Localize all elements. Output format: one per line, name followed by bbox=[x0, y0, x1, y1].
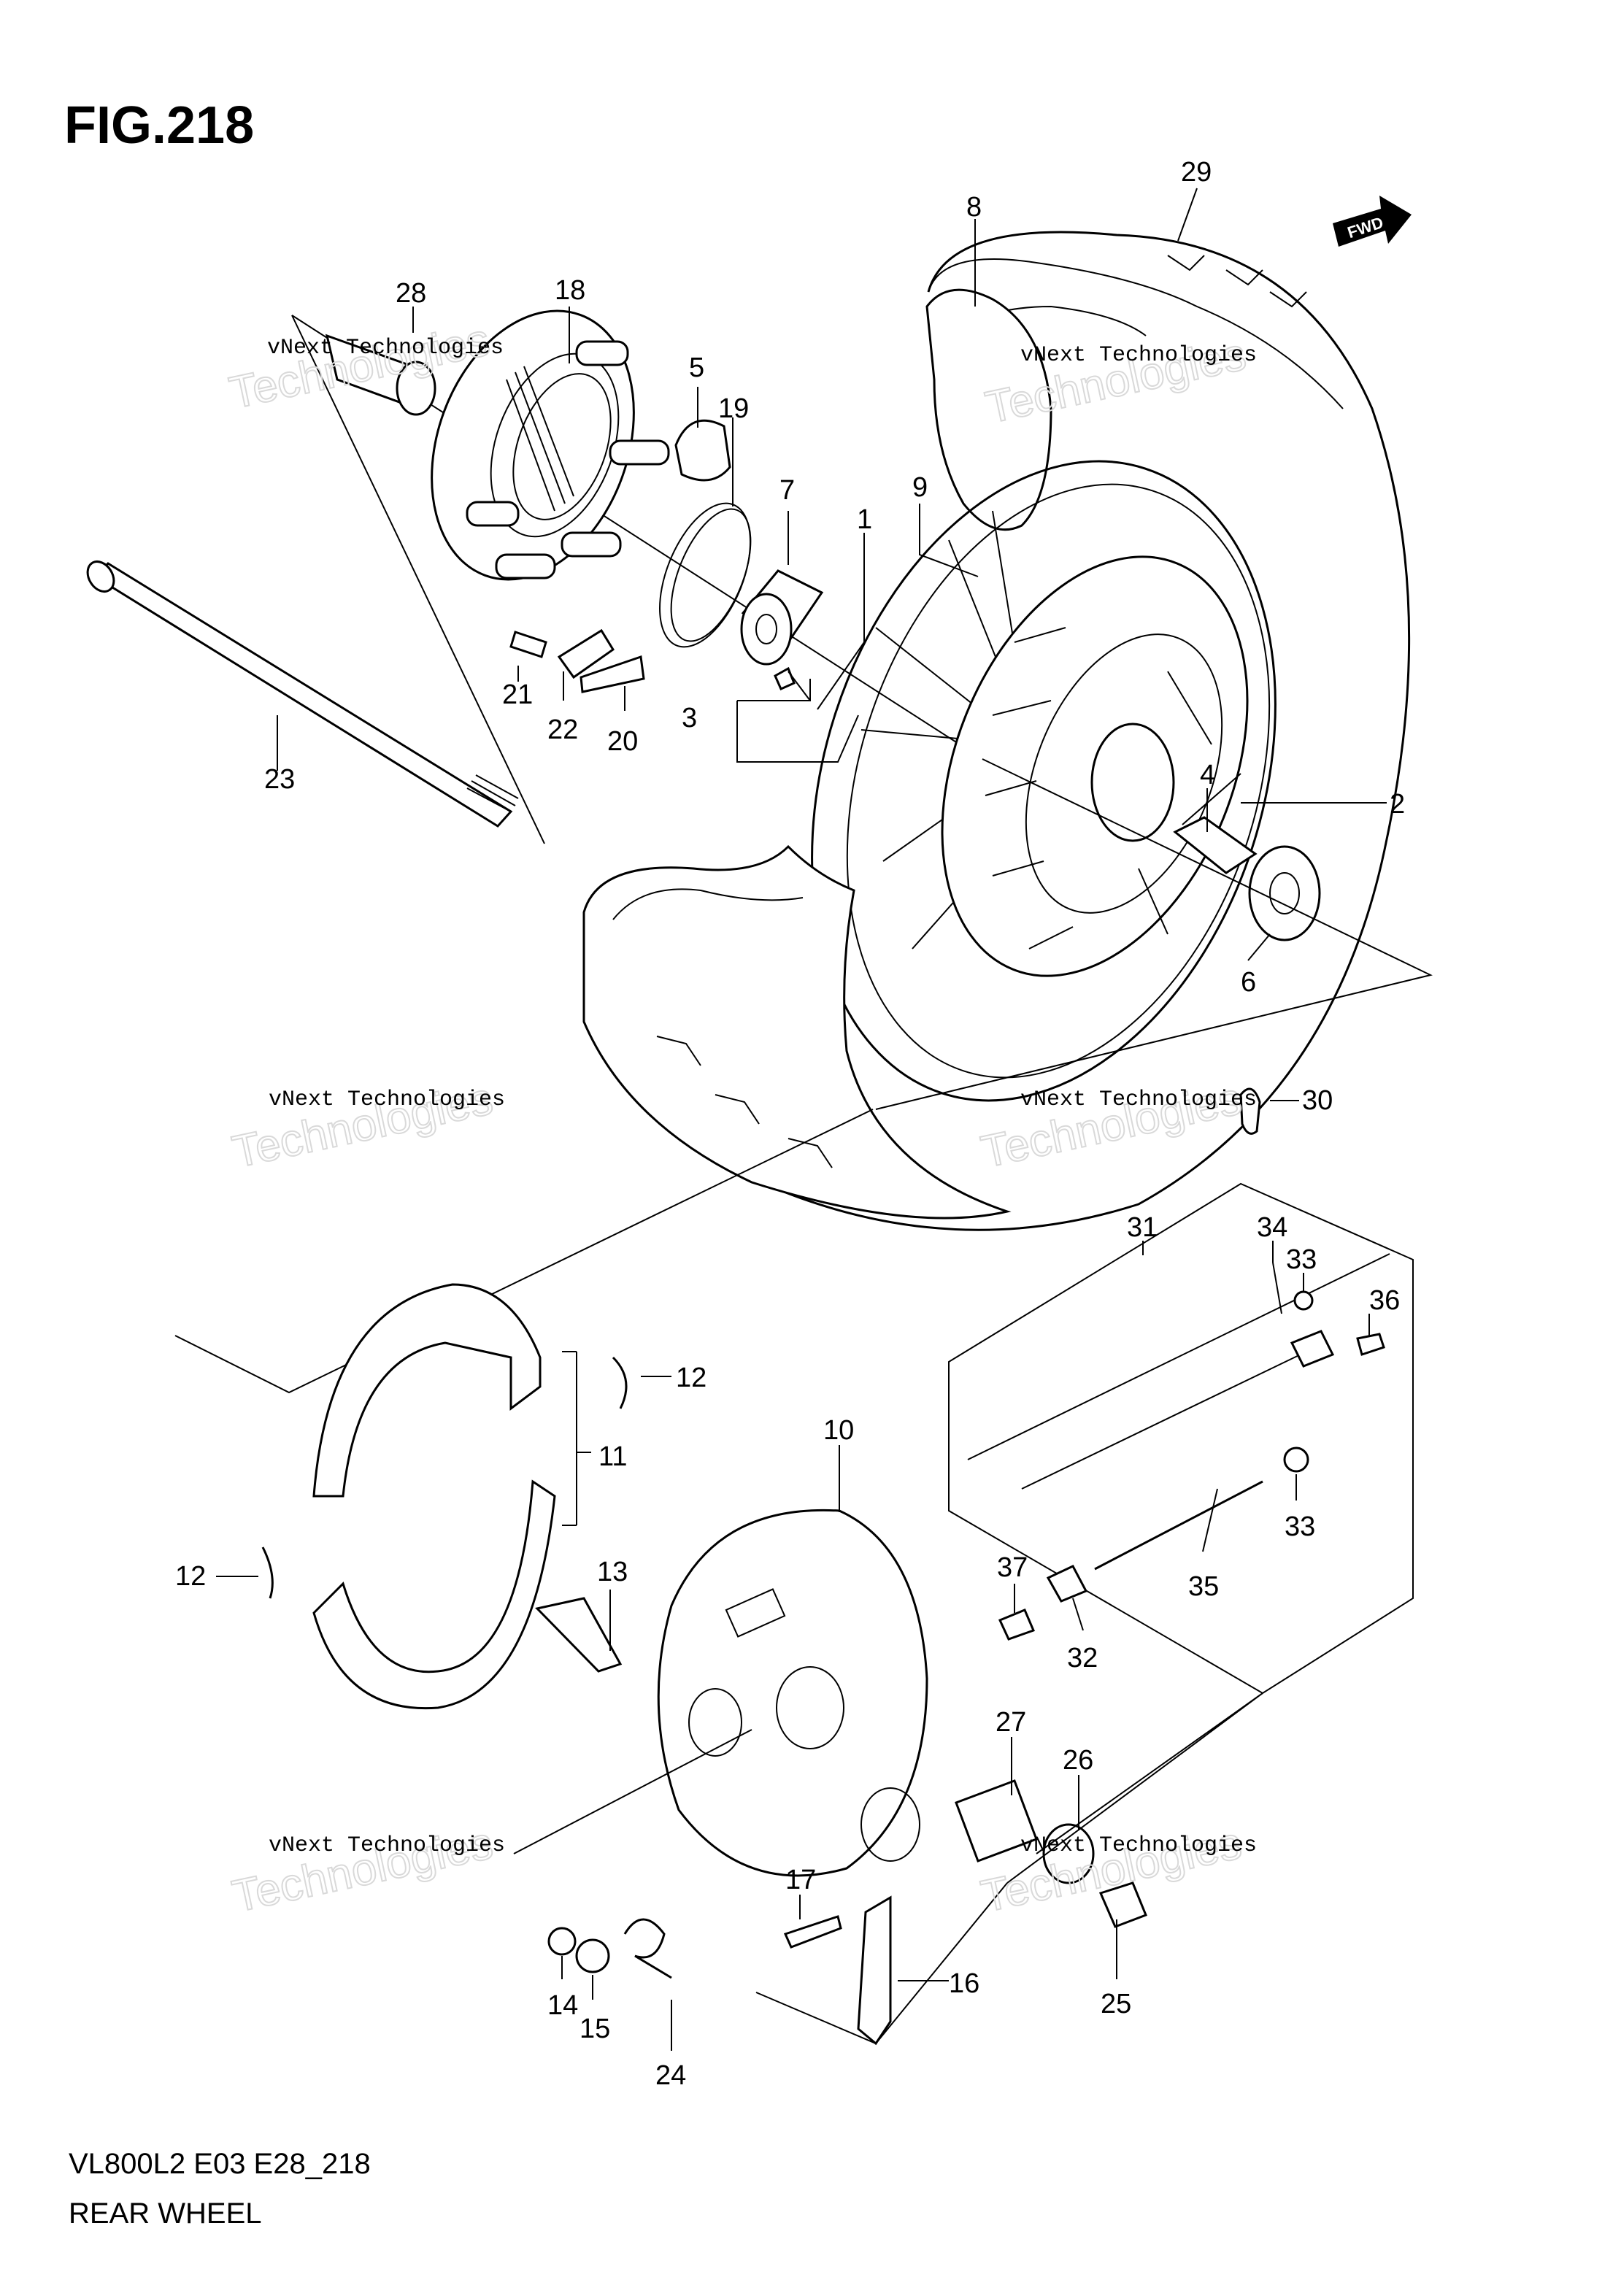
nut-37 bbox=[998, 1609, 1036, 1641]
leader-28-guide bbox=[291, 315, 545, 844]
callout-37: 37 bbox=[997, 1552, 1028, 1583]
tire-cutaway bbox=[582, 844, 1012, 1220]
model-code: VL800L2 E03 E28_218 bbox=[69, 2148, 371, 2180]
fwd-arrow-icon: FWD bbox=[1333, 196, 1412, 247]
washer-15 bbox=[575, 1938, 610, 1973]
callout-27: 27 bbox=[996, 1707, 1026, 1738]
callout-30: 30 bbox=[1302, 1085, 1333, 1116]
callout-17: 17 bbox=[785, 1865, 816, 1895]
brake-panel-10 bbox=[657, 1509, 928, 1877]
lock-washer-22 bbox=[557, 628, 615, 679]
bush-27 bbox=[955, 1779, 1038, 1862]
callout-23: 23 bbox=[264, 764, 295, 795]
cotter-pin-30 bbox=[1239, 1087, 1261, 1135]
spacer-4 bbox=[1173, 816, 1258, 874]
fwd-label: FWD bbox=[1345, 213, 1385, 242]
callout-32: 32 bbox=[1067, 1643, 1098, 1673]
callout-2: 2 bbox=[1390, 789, 1405, 820]
bolt-17 bbox=[783, 1915, 842, 1949]
bearing-7 bbox=[740, 569, 824, 666]
watermark-brand: vNext Technologies bbox=[267, 336, 504, 361]
spacer-28 bbox=[325, 334, 436, 416]
callout-22: 22 bbox=[547, 714, 578, 745]
brake-lever-16 bbox=[857, 1895, 892, 2046]
callout-4: 4 bbox=[1200, 760, 1215, 790]
clip-20 bbox=[580, 655, 645, 693]
pin-36 bbox=[1356, 1333, 1385, 1356]
callout-24: 24 bbox=[655, 2060, 686, 2091]
cotter-pin-34 bbox=[1272, 1262, 1282, 1314]
callout-16: 16 bbox=[949, 1968, 979, 1999]
callout-12-lower: 12 bbox=[175, 1561, 206, 1592]
leader-lines bbox=[216, 188, 1387, 2051]
callout-8: 8 bbox=[966, 192, 982, 223]
callout-33-lower: 33 bbox=[1285, 1511, 1315, 1542]
callout-20: 20 bbox=[607, 726, 638, 757]
callout-29: 29 bbox=[1181, 157, 1212, 188]
washer-33-lower bbox=[1283, 1446, 1309, 1473]
callout-33-upper: 33 bbox=[1286, 1244, 1317, 1275]
callout-6: 6 bbox=[1241, 967, 1256, 998]
callout-36: 36 bbox=[1369, 1285, 1400, 1316]
watermark-brand: vNext Technologies bbox=[1020, 1087, 1257, 1112]
callout-21: 21 bbox=[502, 679, 533, 710]
washer-14 bbox=[547, 1927, 577, 1956]
washer-33-upper bbox=[1293, 1290, 1314, 1311]
spring-12-upper bbox=[612, 1356, 628, 1409]
bolt-21 bbox=[509, 631, 547, 658]
callout-34: 34 bbox=[1257, 1212, 1287, 1243]
callout-1: 1 bbox=[857, 504, 872, 535]
diagram-caption: REAR WHEEL bbox=[69, 2197, 262, 2230]
watermark-brand: vNext Technologies bbox=[1020, 1833, 1257, 1858]
watermark-brand: vNext Technologies bbox=[269, 1087, 505, 1112]
callout-28: 28 bbox=[396, 278, 426, 309]
callout-10: 10 bbox=[823, 1415, 854, 1446]
brake-shoe-11 bbox=[312, 1283, 556, 1710]
callout-11: 11 bbox=[598, 1441, 627, 1472]
nut-25 bbox=[1098, 1881, 1147, 1928]
cushion-5 bbox=[674, 419, 731, 482]
callout-35: 35 bbox=[1188, 1571, 1219, 1602]
callout-19: 19 bbox=[718, 393, 749, 424]
bearing-6 bbox=[1248, 845, 1321, 941]
callout-26: 26 bbox=[1063, 1745, 1093, 1776]
spring-12-lower bbox=[261, 1546, 274, 1599]
brake-rod-35 bbox=[1021, 1330, 1335, 1571]
figure-title: FIG.218 bbox=[64, 96, 254, 155]
spring-24 bbox=[623, 1918, 672, 1979]
valve-3 bbox=[774, 666, 796, 690]
wheel-hub bbox=[941, 555, 1249, 977]
watermark-brand: vNext Technologies bbox=[269, 1833, 505, 1858]
callout-13: 13 bbox=[597, 1557, 628, 1587]
callout-14: 14 bbox=[547, 1990, 578, 2021]
callout-3: 3 bbox=[682, 703, 697, 733]
callout-12-upper: 12 bbox=[676, 1363, 706, 1393]
brake-cam-13 bbox=[535, 1597, 623, 1673]
callout-15: 15 bbox=[580, 2014, 610, 2044]
rear-axle bbox=[86, 560, 519, 828]
callout-31: 31 bbox=[1127, 1212, 1158, 1243]
watermark-brand: vNext Technologies bbox=[1020, 343, 1257, 368]
callout-9: 9 bbox=[912, 472, 928, 503]
callout-7: 7 bbox=[779, 475, 795, 506]
rod-kit-frame-31 bbox=[948, 1182, 1414, 1695]
callout-labels: 1 2 3 4 5 6 7 8 9 10 11 12 12 13 14 15 1… bbox=[175, 157, 1405, 2091]
sprocket-drum-18 bbox=[431, 309, 670, 581]
callout-25: 25 bbox=[1101, 1989, 1131, 2019]
joint-32 bbox=[1046, 1565, 1088, 1603]
callout-5: 5 bbox=[689, 353, 704, 383]
callout-18: 18 bbox=[555, 275, 585, 306]
inner-tube-8 bbox=[925, 288, 1052, 531]
